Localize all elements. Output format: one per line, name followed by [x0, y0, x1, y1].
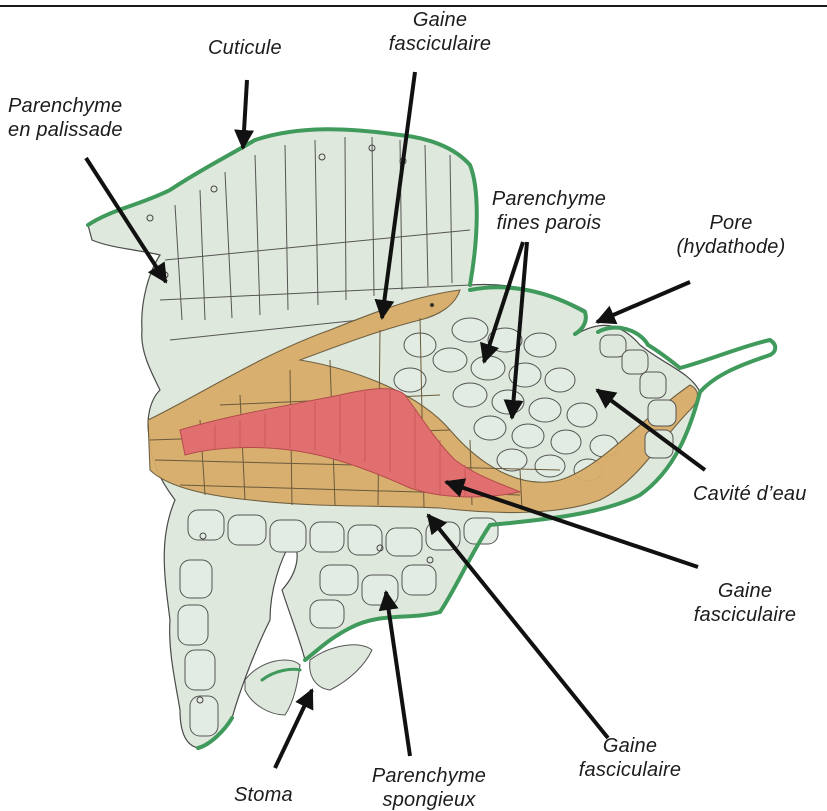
label-stoma: Stoma	[234, 783, 293, 807]
arrow-gaine-bottom	[428, 515, 608, 738]
arrow-cuticule	[243, 80, 247, 148]
label-gaine-fasciculaire-bottom: Gaine fasciculaire	[565, 734, 695, 782]
label-gaine-fasciculaire-right: Gaine fasciculaire	[680, 579, 810, 627]
label-cuticule: Cuticule	[208, 36, 282, 60]
label-cavite-d-eau: Cavité d’eau	[693, 482, 807, 506]
label-gaine-fasciculaire-top: Gaine fasciculaire	[380, 8, 500, 56]
label-parenchyme-fines-parois: Parenchyme fines parois	[484, 187, 614, 235]
label-parenchyme-en-palissade: Parenchyme en palissade	[8, 94, 123, 142]
arrow-pore	[597, 282, 690, 322]
label-pore-hydathode: Pore (hydathode)	[666, 211, 796, 259]
label-parenchyme-spongieux: Parenchyme spongieux	[364, 764, 494, 811]
